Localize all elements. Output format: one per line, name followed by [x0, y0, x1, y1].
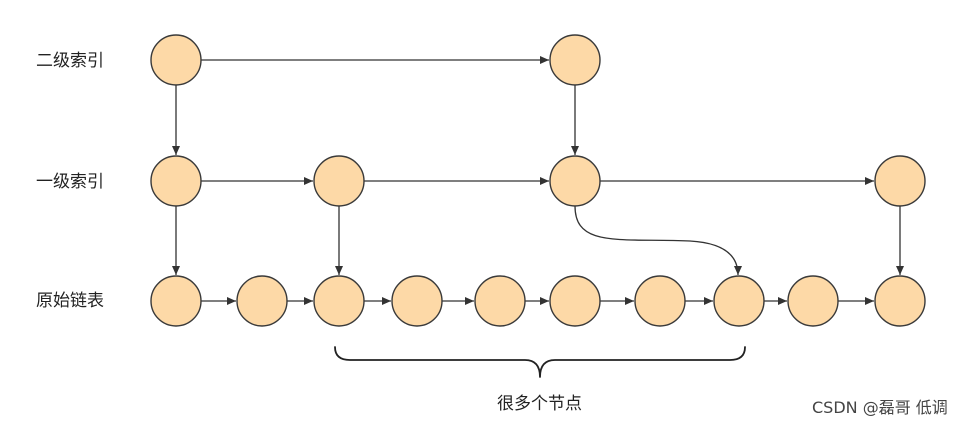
- node-base-6: [549, 275, 601, 327]
- node-l2-2: [549, 34, 601, 86]
- node-base-5: [474, 275, 526, 327]
- node-l1-1: [150, 155, 202, 207]
- label-base: 原始链表: [36, 291, 104, 311]
- node-base-2: [236, 275, 288, 327]
- node-base-7: [634, 275, 686, 327]
- node-l1-2: [313, 155, 365, 207]
- node-base-1: [150, 275, 202, 327]
- node-l2-1: [150, 34, 202, 86]
- node-l1-3: [549, 155, 601, 207]
- edge-curve-l1-base: [574, 205, 742, 276]
- brace-label: 很多个节点: [497, 394, 582, 414]
- node-base-9: [787, 275, 839, 327]
- label-level2: 二级索引: [36, 51, 104, 71]
- node-base-10: [874, 275, 926, 327]
- brace: [334, 346, 746, 378]
- node-l1-4: [874, 155, 926, 207]
- node-base-8: [713, 275, 765, 327]
- watermark-text: CSDN @磊哥 低调: [812, 398, 948, 417]
- node-base-3: [313, 275, 365, 327]
- node-base-4: [391, 275, 443, 327]
- label-level1: 一级索引: [36, 172, 104, 192]
